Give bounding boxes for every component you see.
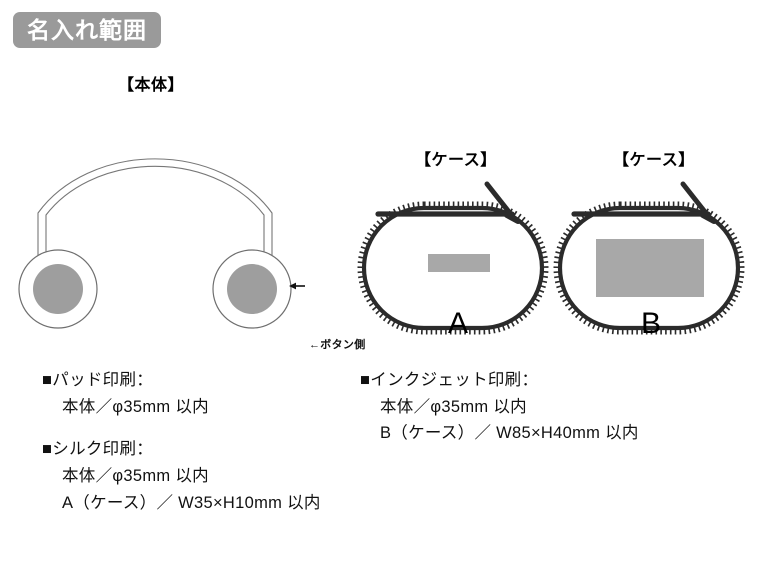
spec-heading: ■インクジェット印刷： [360,371,539,389]
product-diagrams: 【本体】 【ケース】 【ケース】 [0,58,760,358]
headband-outer-line [37,158,273,293]
spec-column-right: ■インクジェット印刷： 本体／φ35mm 以内 B（ケース）／ W85×H40m… [360,368,750,464]
button-side-callout-label: ←ボタン側 [309,339,366,351]
spec-group-inkjet-print: ■インクジェット印刷： 本体／φ35mm 以内 B（ケース）／ W85×H40m… [360,368,750,447]
spec-line: 本体／φ35mm 以内 [380,397,527,416]
button-side-arrow-icon [289,282,305,290]
case-b-illustration [553,181,745,335]
spec-group-silk-print: ■シルク印刷： 本体／φ35mm 以内 A（ケース）／ W35×H10mm 以内 [42,437,362,516]
case-a-print-area [428,254,490,272]
spec-group-pad-print: ■パッド印刷： 本体／φ35mm 以内 [42,368,362,420]
diagram-vector-layer [18,158,745,335]
case-b-print-area [596,239,704,297]
spec-line: A（ケース）／ W35×H10mm 以内 [62,493,321,512]
case-a-diagram-label: 【ケース】 [415,152,497,169]
right-earcup-print-area [227,264,277,314]
case-b-area-letter: B [641,307,662,340]
case-a-zipper-pull [484,181,516,220]
headband-inner-line [45,165,265,293]
page-title: 名入れ範囲 [27,16,147,43]
case-b-zipper-pull [680,181,712,220]
spec-line: 本体／φ35mm 以内 [62,397,209,416]
spec-column-left: ■パッド印刷： 本体／φ35mm 以内 ■シルク印刷： 本体／φ35mm 以内 … [42,368,362,533]
print-specifications: ■パッド印刷： 本体／φ35mm 以内 ■シルク印刷： 本体／φ35mm 以内 … [0,368,760,568]
spec-heading: ■パッド印刷： [42,371,154,389]
left-earcup-print-area [33,264,83,314]
page-title-badge: 名入れ範囲 [13,12,161,48]
case-a-illustration [357,181,549,335]
case-a-area-letter: A [448,307,469,340]
case-b-diagram-label: 【ケース】 [613,152,695,169]
body-diagram-label: 【本体】 [118,77,185,94]
spec-line: B（ケース）／ W85×H40mm 以内 [380,424,639,443]
headphone-body-illustration [18,158,305,329]
spec-heading: ■シルク印刷： [42,440,154,459]
spec-line: 本体／φ35mm 以内 [62,466,209,485]
